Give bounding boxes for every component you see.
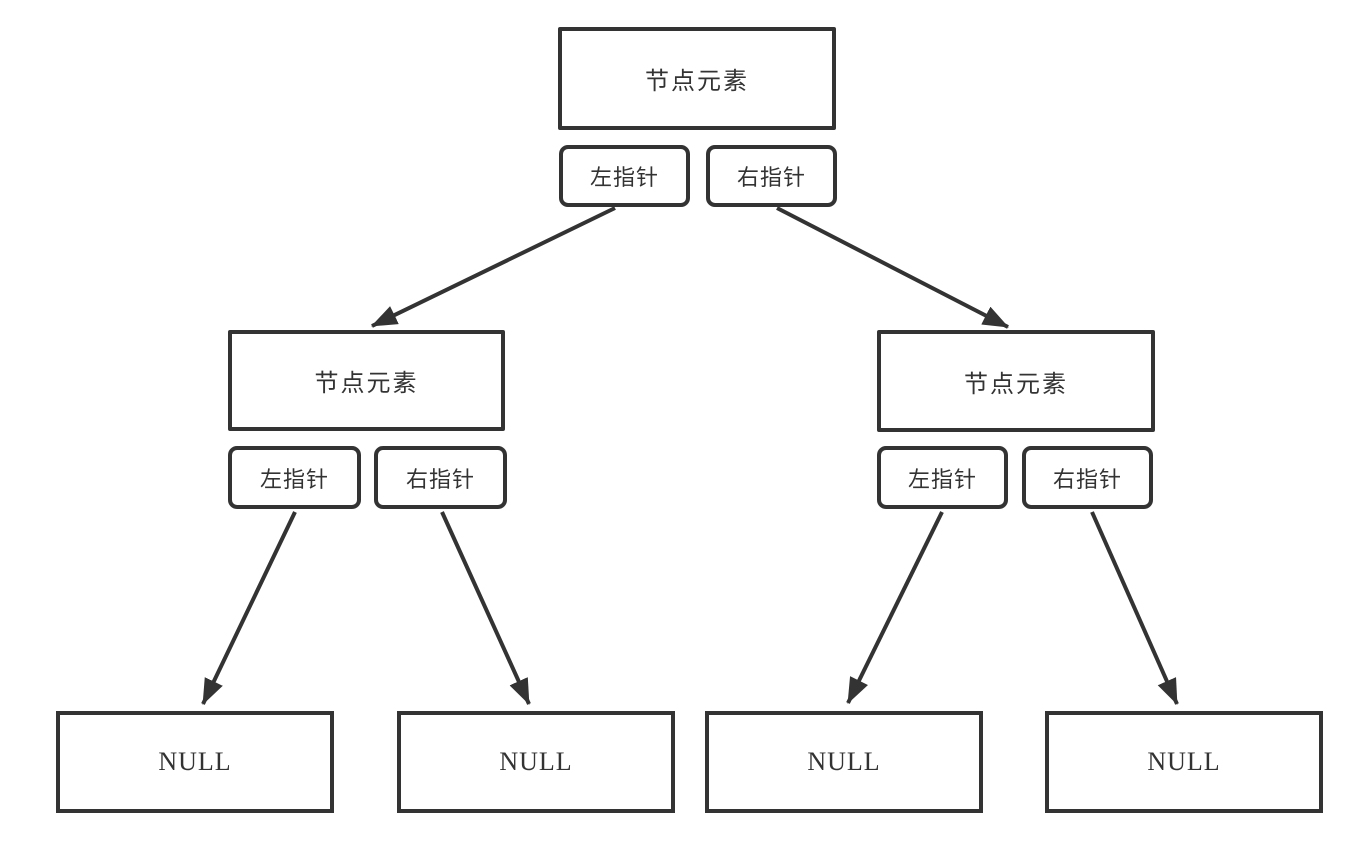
tree-node-left-child: 节点元素: [228, 330, 505, 431]
right-child-left-pointer-label: 左指针: [907, 466, 977, 492]
arrow-left-child-right-to-null-2: [440, 511, 531, 705]
null-leaf-1: NULL: [56, 711, 334, 813]
null-leaf-2: NULL: [397, 711, 675, 813]
arrow-right-child-right-to-null-4: [1090, 511, 1179, 705]
arrow-right-child-left-to-null-3: [846, 511, 944, 704]
null-leaf-3: NULL: [705, 711, 983, 813]
root-left-pointer: 左指针: [559, 145, 690, 207]
null-leaf-4-label: NULL: [1147, 747, 1221, 776]
right-child-right-pointer-label: 右指针: [1052, 466, 1122, 492]
root-right-pointer-label: 右指针: [736, 165, 806, 190]
right-child-right-pointer: 右指针: [1022, 446, 1153, 509]
left-child-left-pointer: 左指针: [228, 446, 361, 509]
null-leaf-1-label: NULL: [158, 747, 232, 776]
null-leaf-3-label: NULL: [807, 747, 881, 776]
left-child-right-pointer-label: 右指针: [405, 466, 475, 492]
null-leaf-2-label: NULL: [499, 747, 573, 776]
tree-node-right-child: 节点元素: [877, 330, 1155, 432]
tree-node-root-label: 节点元素: [645, 69, 749, 95]
tree-node-root: 节点元素: [558, 27, 836, 130]
arrow-left-child-left-to-null-1: [201, 511, 297, 705]
right-child-left-pointer: 左指针: [877, 446, 1008, 509]
tree-node-right-child-label: 节点元素: [964, 371, 1068, 398]
arrow-root-left-to-left-child: [371, 206, 616, 328]
left-child-left-pointer-label: 左指针: [259, 466, 329, 492]
null-leaf-4: NULL: [1045, 711, 1323, 813]
root-right-pointer: 右指针: [706, 145, 837, 207]
arrow-root-right-to-right-child: [776, 206, 1009, 329]
tree-node-left-child-label: 节点元素: [314, 371, 419, 397]
root-left-pointer-label: 左指针: [589, 165, 659, 190]
left-child-right-pointer: 右指针: [374, 446, 507, 509]
